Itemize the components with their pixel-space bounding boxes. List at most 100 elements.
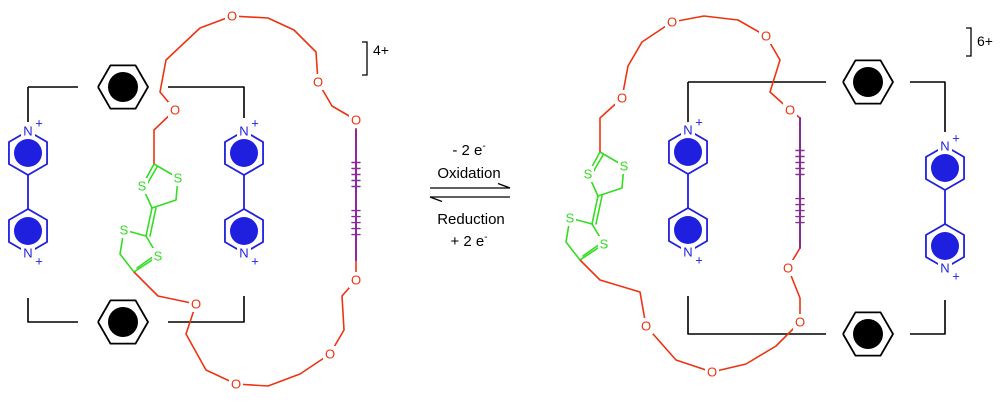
left-bipyridinium-outer-charge-top: + [35,116,43,131]
atom-label-mask [681,122,695,138]
atom-label-mask [938,260,952,276]
right-ether-lower-oxygen-2: O [707,365,717,380]
atom-label-mask [615,90,629,106]
oxidation-electrons: - 2 e- [452,141,485,159]
right-bipyridinium-inner-charge-top: + [695,115,703,130]
left-frame-bottom-right [168,296,245,323]
left-bipyridinium-inner-ring-2-disc [230,217,258,245]
left-bipyridinium-inner-nitrogen-bottom: N [239,246,248,261]
atom-label-mask [938,138,952,154]
reduction-label: Reduction [437,211,505,228]
atom-label-mask [237,245,251,261]
left-ttf-double-bond-bottom [136,255,155,269]
left-phenylene-top [97,64,149,110]
right-charge-label: 6+ [977,33,993,49]
left-ether-upper-oxygen-1: O [170,103,180,118]
left-ether-lower-oxygen-3: O [325,347,335,362]
atom-label-mask [349,112,363,128]
atom-label-mask [783,102,797,118]
right-ether-lower-oxygen-4: O [783,261,793,276]
atom-label-mask [598,236,610,252]
right-bipyridinium-inner-nitrogen-top: N [683,123,692,138]
right-ether-lower-oxygen-1: O [641,319,651,334]
left-bipyridinium-inner-charge-bottom: + [251,254,259,269]
atom-label-mask [349,272,363,288]
atom-label-mask [311,74,325,90]
forward-arrow-head [497,182,511,189]
atom-label-mask [118,222,130,238]
left-ether-lower [133,260,357,387]
right-bipyridinium-outer-charge-bottom: + [952,269,960,284]
left-ttf-central-bond-2 [149,207,157,237]
atom-label-mask [759,28,773,44]
left-bipyridinium-outer-ring-1-disc [14,139,42,167]
right-phenylene-top [842,59,894,105]
atom-label-mask [229,376,243,392]
right-frame-bottom-right [910,300,946,335]
right-frame-top-right [910,81,946,132]
left-ether-lower-oxygen-4: O [351,273,361,288]
right-ether-upper-oxygen-1: O [617,91,627,106]
right-frame-bottom-left [687,296,826,335]
right-bipyridinium-outer-charge-top: + [952,131,960,146]
atom-label-mask [168,102,182,118]
left-ttf-sulfur-1: S [138,179,147,194]
right-ether-lower-oxygen-3: O [795,315,805,330]
atom-label-mask [564,210,576,226]
left-bipyridinium-inner-charge-top: + [251,116,259,131]
atom-label-mask [21,123,35,139]
left-frame-top-right [168,86,245,118]
right-bipyridinium-inner-nitrogen-bottom: N [683,245,692,260]
left-bipyridinium-outer-charge-bottom: + [35,254,43,269]
right-ether-lower [579,247,801,373]
atom-label-mask [781,260,795,276]
right-bipyridinium-inner-ring-2-disc [674,216,702,244]
right-phenylene-bottom-disc [853,319,883,349]
left-ether-lower-oxygen-1: O [191,297,201,312]
atom-label-mask [21,245,35,261]
left-phenylene-bottom-disc [108,307,138,337]
left-ttf-sulfur-4: S [154,249,163,264]
left-charge-label: 4+ [373,42,389,58]
atom-label-mask [639,318,653,334]
reverse-arrow-head [429,196,443,203]
left-ether-upper-oxygen-3: O [313,75,323,90]
atom-label-mask [681,244,695,260]
left-ttf-central-bond [145,207,153,237]
right-ttf-sulfur-4: S [600,237,609,252]
oxidation-label: Oxidation [437,165,500,182]
right-bipyridinium-outer-nitrogen-bottom: N [940,261,949,276]
left-ttf-sulfur-2: S [174,171,183,186]
left-phenylene-bottom [97,299,149,345]
right-ether-upper-oxygen-3: O [761,29,771,44]
right-ttf-sulfur-3: S [566,211,575,226]
left-bipyridinium-inner-nitrogen-top: N [239,124,248,139]
left-bipyridinium-outer-nitrogen-bottom: N [23,246,32,261]
right-ttf-double-bond-bottom [582,243,601,257]
atom-label-mask [323,346,337,362]
atom-label-mask [189,296,203,312]
equilibrium-arrows: - 2 e- Oxidation Reduction + 2 e- [429,141,511,250]
right-charge-bracket: 6+ [966,27,993,57]
left-bipyridinium-outer-ring-2-disc [14,217,42,245]
atom-label-mask [237,123,251,139]
right-ttf-central-bond-2 [595,195,603,225]
right-ttf-sulfur-2: S [620,159,629,174]
right-bipyridinium-outer-nitrogen-top: N [940,139,949,154]
right-ttf-sulfur-1: S [584,167,593,182]
right-phenylene-bottom [842,311,894,357]
left-bipyridinium-outer-nitrogen-top: N [23,124,32,139]
left-ether-upper [153,15,357,164]
atom-label-mask [618,158,630,174]
right-bipyridinium-inner-charge-bottom: + [695,253,703,268]
left-ether-lower-oxygen-2: O [231,377,241,392]
atom-label-mask [705,364,719,380]
atom-label-mask [793,314,807,330]
left-ether-upper-oxygen-4: O [351,113,361,128]
left-ttf-sulfur-3: S [120,223,129,238]
reduction-electrons: + 2 e- [450,232,487,250]
right-bipyridinium-outer-ring-1-disc [931,154,959,182]
right-ether-upper-oxygen-4: O [785,103,795,118]
